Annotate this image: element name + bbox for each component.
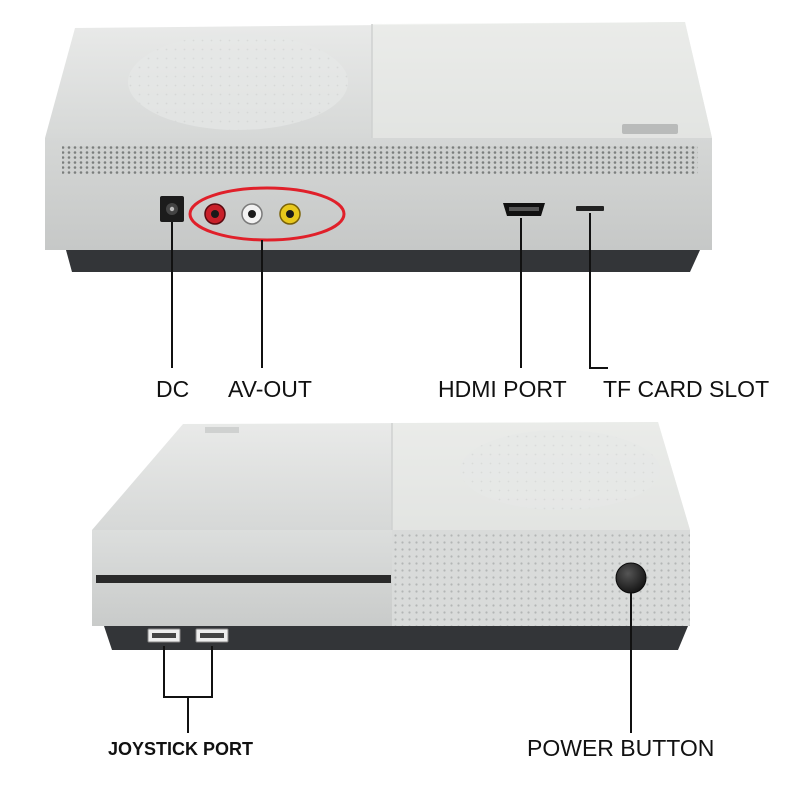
- dc-jack: [160, 196, 184, 222]
- disc-slot: [96, 575, 391, 583]
- console-rear-base: [66, 250, 700, 272]
- tf-card-slot: [576, 206, 604, 211]
- console-rear-view: [45, 22, 712, 272]
- top-vent-pattern: [128, 34, 348, 130]
- power-button: [615, 562, 647, 594]
- joystick-bracket-line: [163, 646, 213, 698]
- joystick-ports: [147, 628, 229, 643]
- joystick-port-label: JOYSTICK PORT: [108, 739, 254, 759]
- dc-label: DC: [156, 376, 190, 402]
- hdmi-port: [503, 203, 545, 216]
- console-front-view: [92, 422, 690, 650]
- av-out-label: AV-OUT: [228, 376, 312, 402]
- leader-lines-bottom: [163, 593, 632, 733]
- av-out-highlight-ellipse: [188, 186, 346, 242]
- rear-vent-strip: [62, 146, 698, 174]
- av-out-jacks: [204, 203, 301, 225]
- front-top-vent-pattern: [460, 430, 660, 510]
- power-button-label: POWER BUTTON: [527, 735, 715, 761]
- tf-card-slot-label: TF CARD SLOT: [603, 376, 770, 402]
- leader-lines-top: [171, 213, 608, 369]
- tf-card-leader-line: [589, 213, 608, 369]
- logo-plate: [622, 124, 678, 134]
- hdmi-port-label: HDMI PORT: [438, 376, 567, 402]
- console-front-base: [104, 626, 688, 650]
